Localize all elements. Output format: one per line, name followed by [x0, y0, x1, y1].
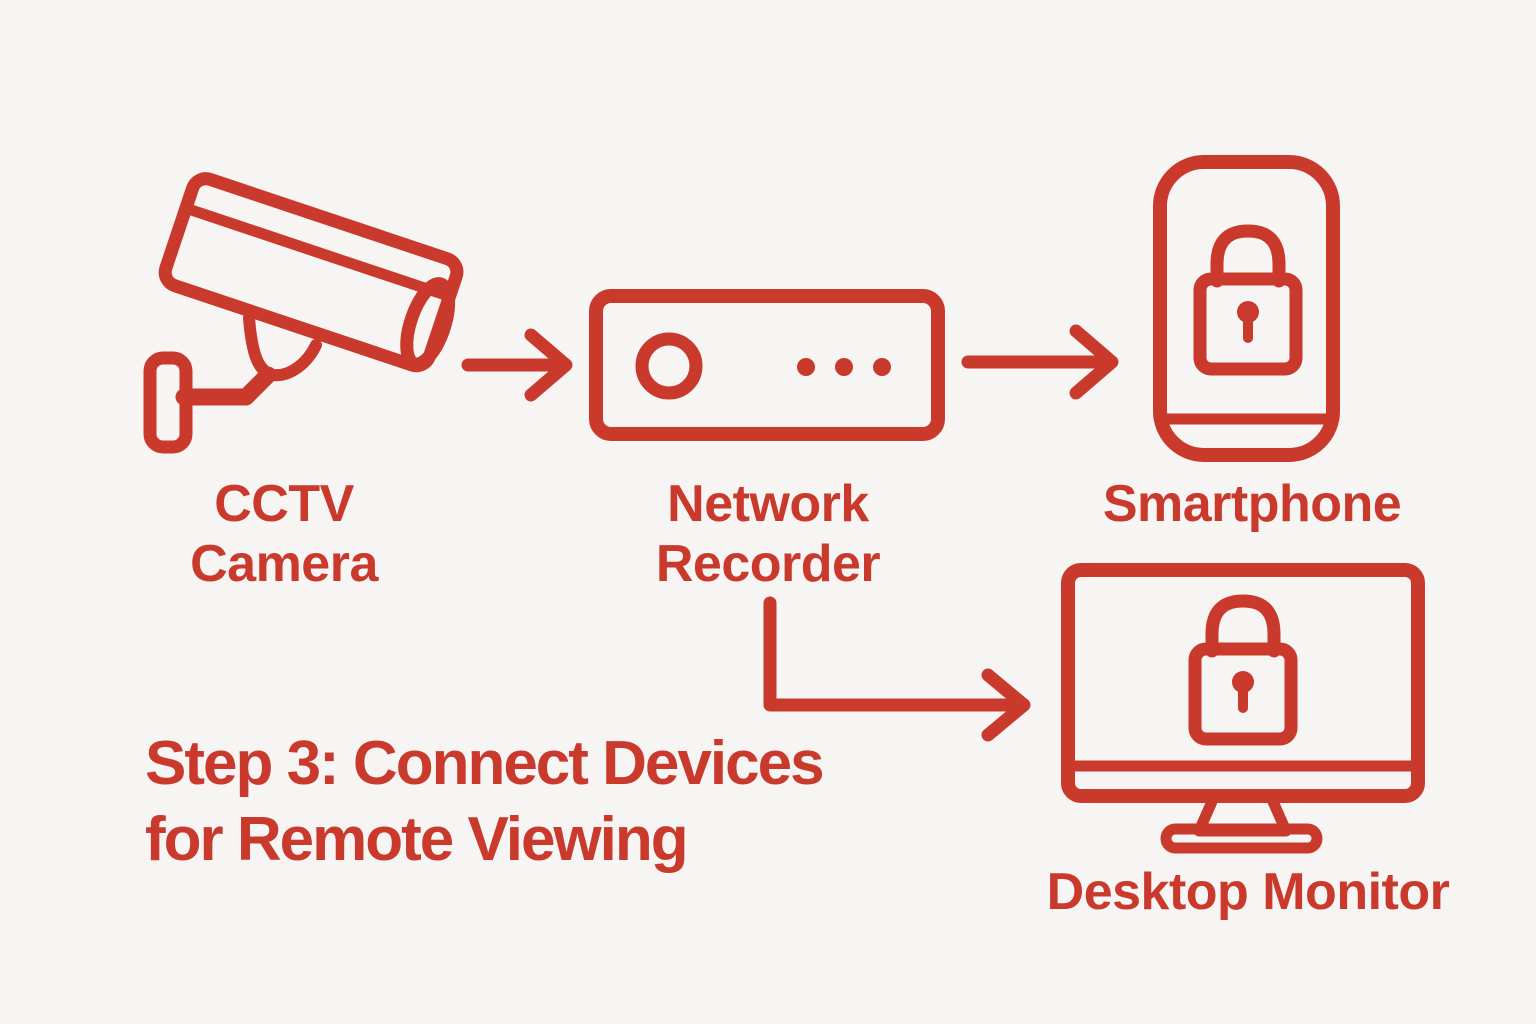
- lock-icon: [1195, 601, 1291, 739]
- smartphone-label: Smartphone: [1102, 475, 1402, 533]
- step-title: Step 3: Connect Devices for Remote Viewi…: [145, 726, 825, 878]
- cctv-camera-icon: [143, 172, 464, 454]
- network-recorder-label: Network Recorder: [568, 474, 968, 594]
- cctv-camera-label-line-2: Camera: [190, 535, 378, 593]
- step-title-line-2: for Remote Viewing: [145, 805, 689, 874]
- network-recorder-label-line-2: Recorder: [655, 535, 881, 593]
- step-title-line-1: Step 3: Connect Devices: [145, 729, 825, 798]
- cctv-camera-label: CCTV Camera: [84, 474, 484, 594]
- cctv-camera-label-line-1: CCTV: [214, 475, 354, 533]
- desktop-monitor-label: Desktop Monitor: [1046, 863, 1450, 921]
- desktop-monitor-lock-icon: [1061, 563, 1425, 854]
- network-recorder-icon: [589, 289, 945, 441]
- smartphone-lock-icon: [1153, 155, 1340, 462]
- arrow-right-icon-1: [461, 328, 573, 402]
- elbow-arrow-icon: [763, 596, 1031, 742]
- lock-icon: [1200, 231, 1296, 369]
- network-recorder-label-line-1: Network: [667, 475, 869, 533]
- arrow-right-icon-2: [961, 324, 1119, 400]
